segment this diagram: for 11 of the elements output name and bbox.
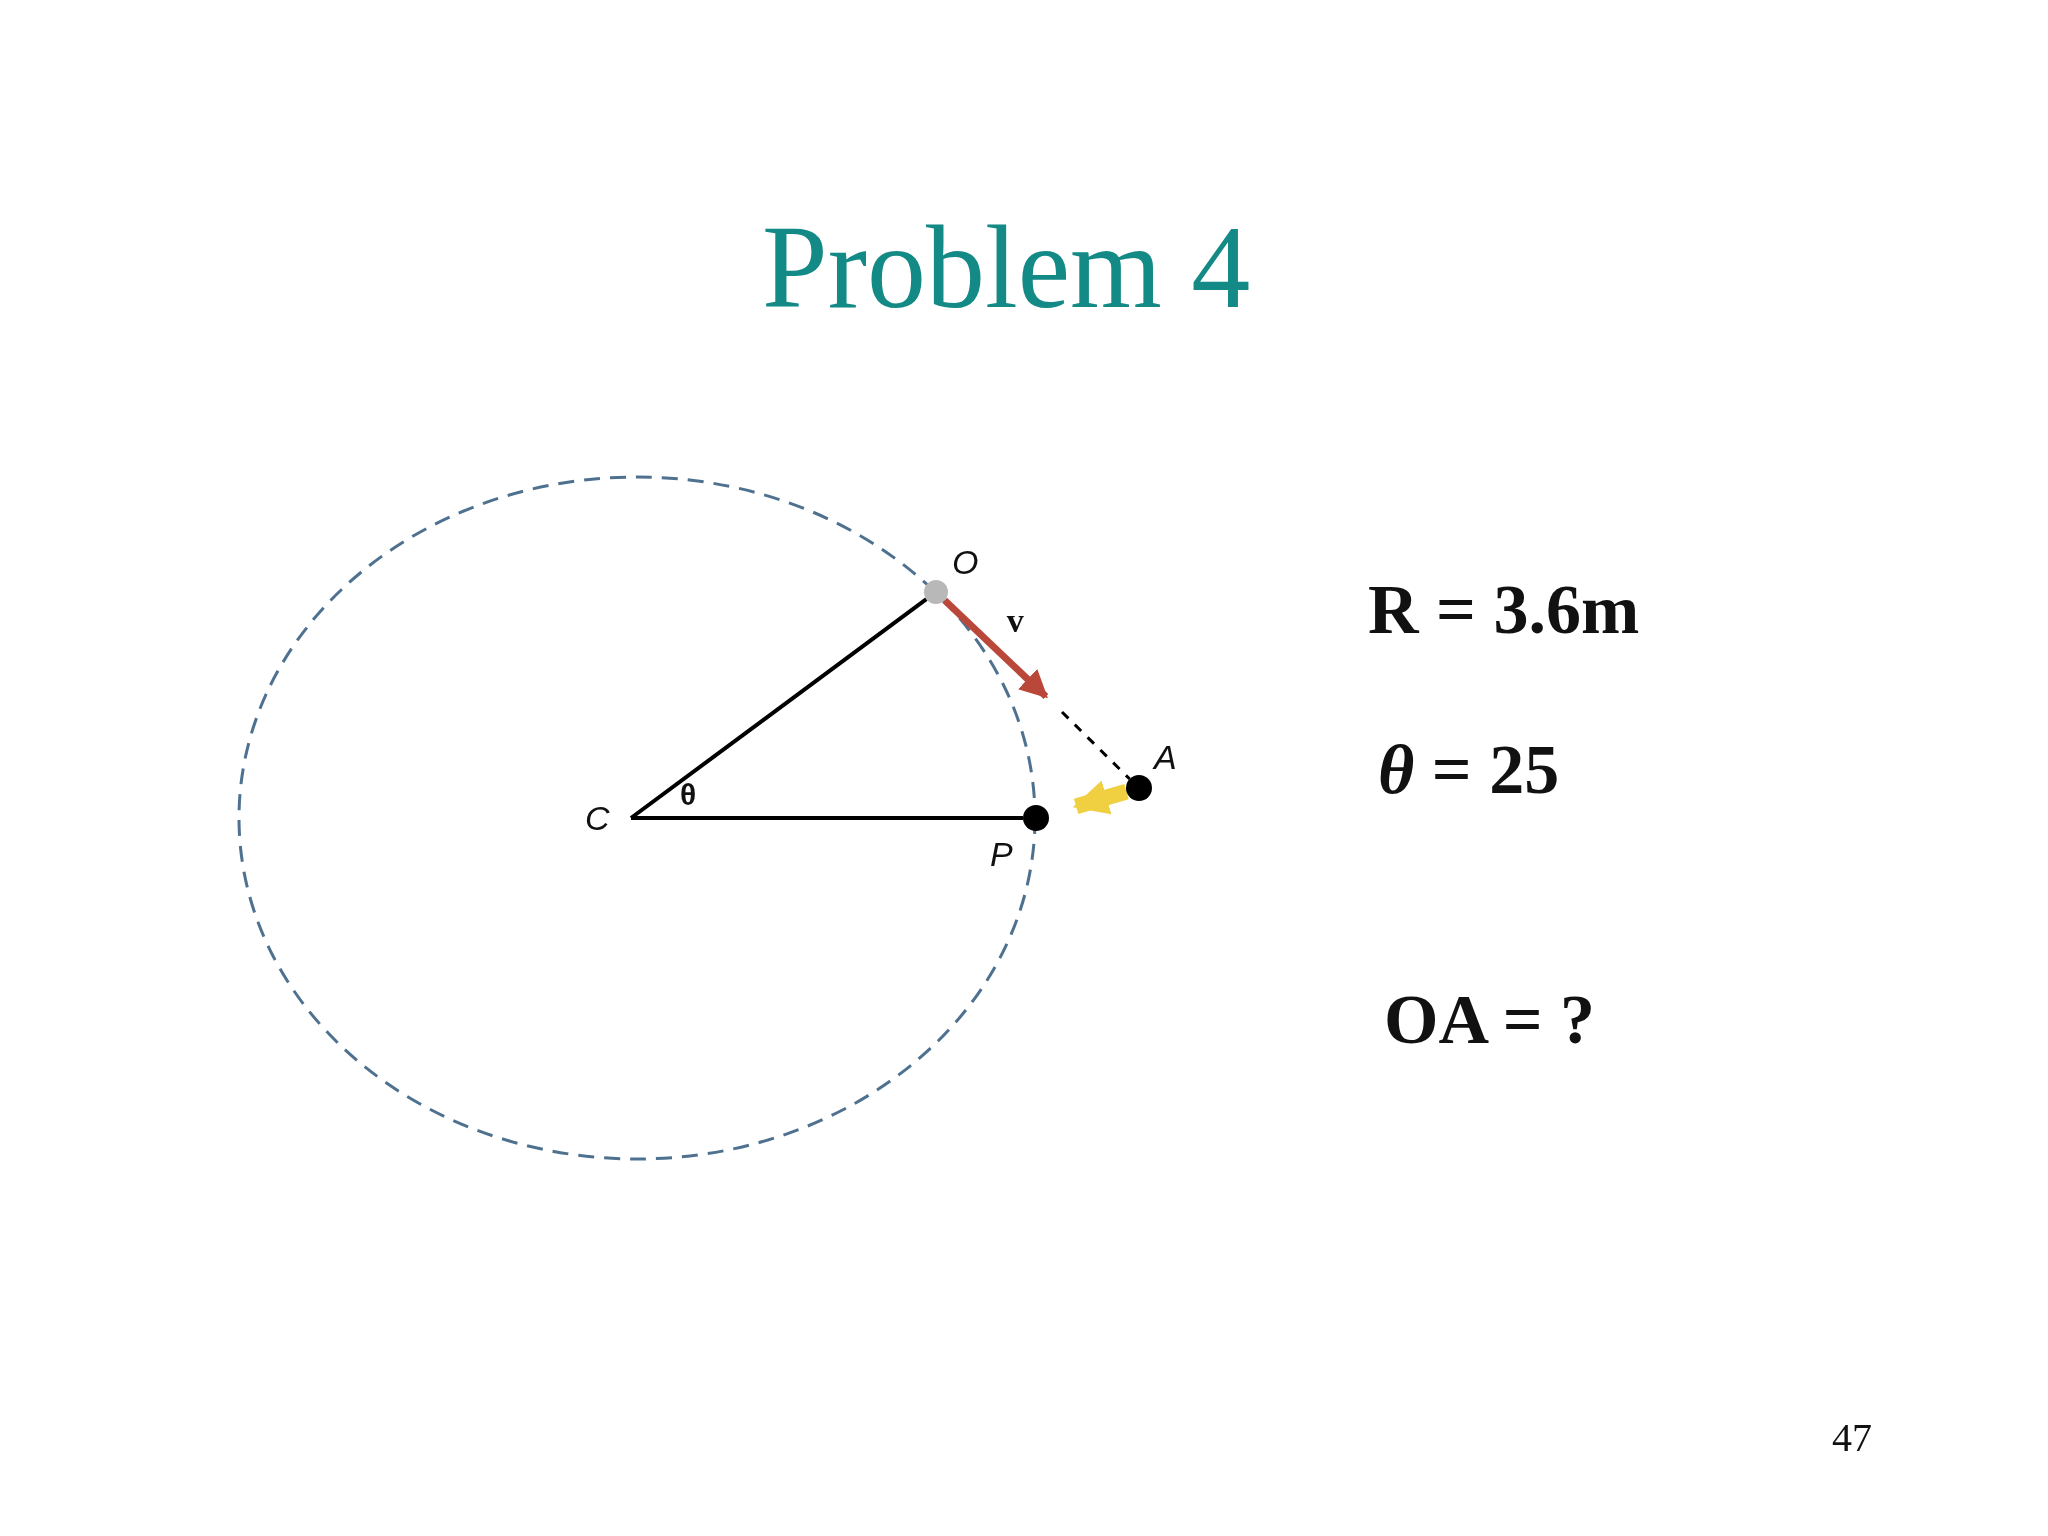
edge-label: v xyxy=(1006,602,1024,641)
point-label: O xyxy=(952,545,979,579)
angle-label: θ xyxy=(680,778,697,812)
point-label: A xyxy=(1154,740,1177,774)
given-value: θ = 25 xyxy=(1378,730,1560,810)
question-text: OA = ? xyxy=(1384,980,1596,1060)
point-label: C xyxy=(585,801,610,835)
point-label: P xyxy=(990,837,1013,871)
page-number: 47 xyxy=(1832,1414,1872,1461)
given-value: R = 3.6m xyxy=(1368,570,1640,650)
slide-title: Problem 4 xyxy=(762,201,1251,335)
